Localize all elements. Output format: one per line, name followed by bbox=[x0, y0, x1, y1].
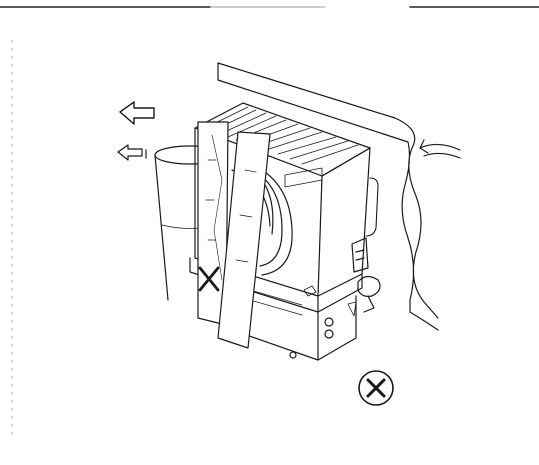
prohibited-x-icon bbox=[359, 371, 393, 405]
outdoor-unit bbox=[190, 103, 380, 312]
airflow-arrow-small bbox=[118, 145, 146, 160]
service-valve bbox=[352, 238, 368, 272]
curved-air-arrow bbox=[420, 140, 460, 158]
blocking-panel bbox=[218, 132, 270, 348]
prohibited-x-icon bbox=[200, 268, 218, 290]
unit-stand bbox=[232, 280, 356, 360]
wall-obstacle bbox=[218, 63, 438, 330]
page-frame bbox=[0, 7, 539, 440]
airflow-arrow-large bbox=[120, 102, 154, 124]
fan-grille bbox=[232, 160, 292, 275]
